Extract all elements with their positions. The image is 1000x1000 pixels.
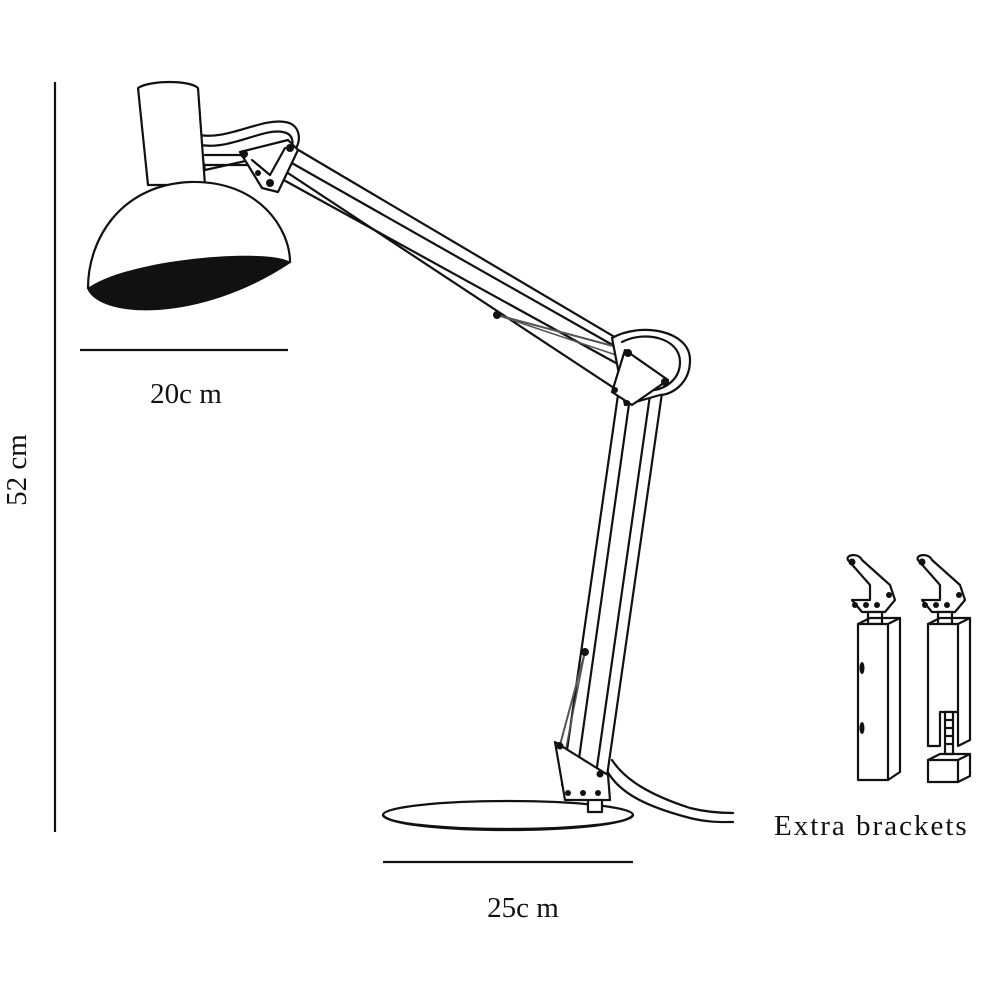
height-dimension-label: 52 cm: [1, 434, 33, 506]
lower-arm: [553, 391, 664, 802]
extra-brackets-caption: Extra brackets: [774, 810, 969, 842]
extra-bracket-clamp: [846, 554, 902, 782]
elbow-joint: [610, 328, 692, 407]
extra-bracket-screw-clamp: [916, 554, 972, 784]
shade-width-dimension-label: 20c m: [150, 378, 222, 410]
power-cord: [602, 758, 735, 824]
lamp-shade: [86, 80, 292, 311]
shade-joint: [238, 138, 300, 194]
lamp-base: [381, 796, 635, 832]
upper-arm: [248, 146, 642, 394]
base-width-dimension-label: 25c m: [487, 892, 559, 924]
